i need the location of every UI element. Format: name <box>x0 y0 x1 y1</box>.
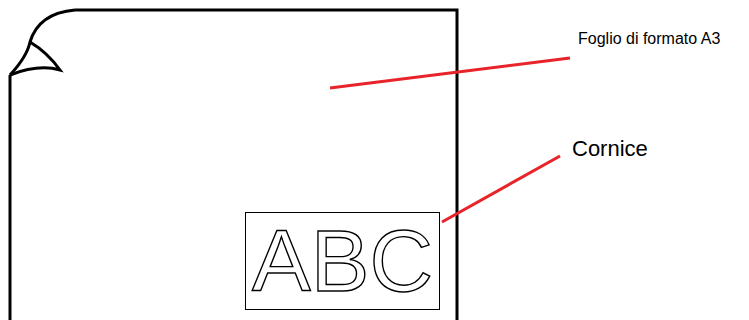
curled-corner <box>10 10 75 75</box>
curled-corner <box>10 42 60 75</box>
leader-line <box>330 58 570 88</box>
sheet-outline <box>75 10 457 320</box>
callout-label: Cornice <box>572 136 648 162</box>
leader-line <box>442 156 560 222</box>
callout-label: Foglio di formato A3 <box>578 30 720 48</box>
outline-lettering: ABC <box>252 217 433 305</box>
sheet-outline <box>9 75 12 320</box>
frame-box: ABC <box>245 212 440 310</box>
